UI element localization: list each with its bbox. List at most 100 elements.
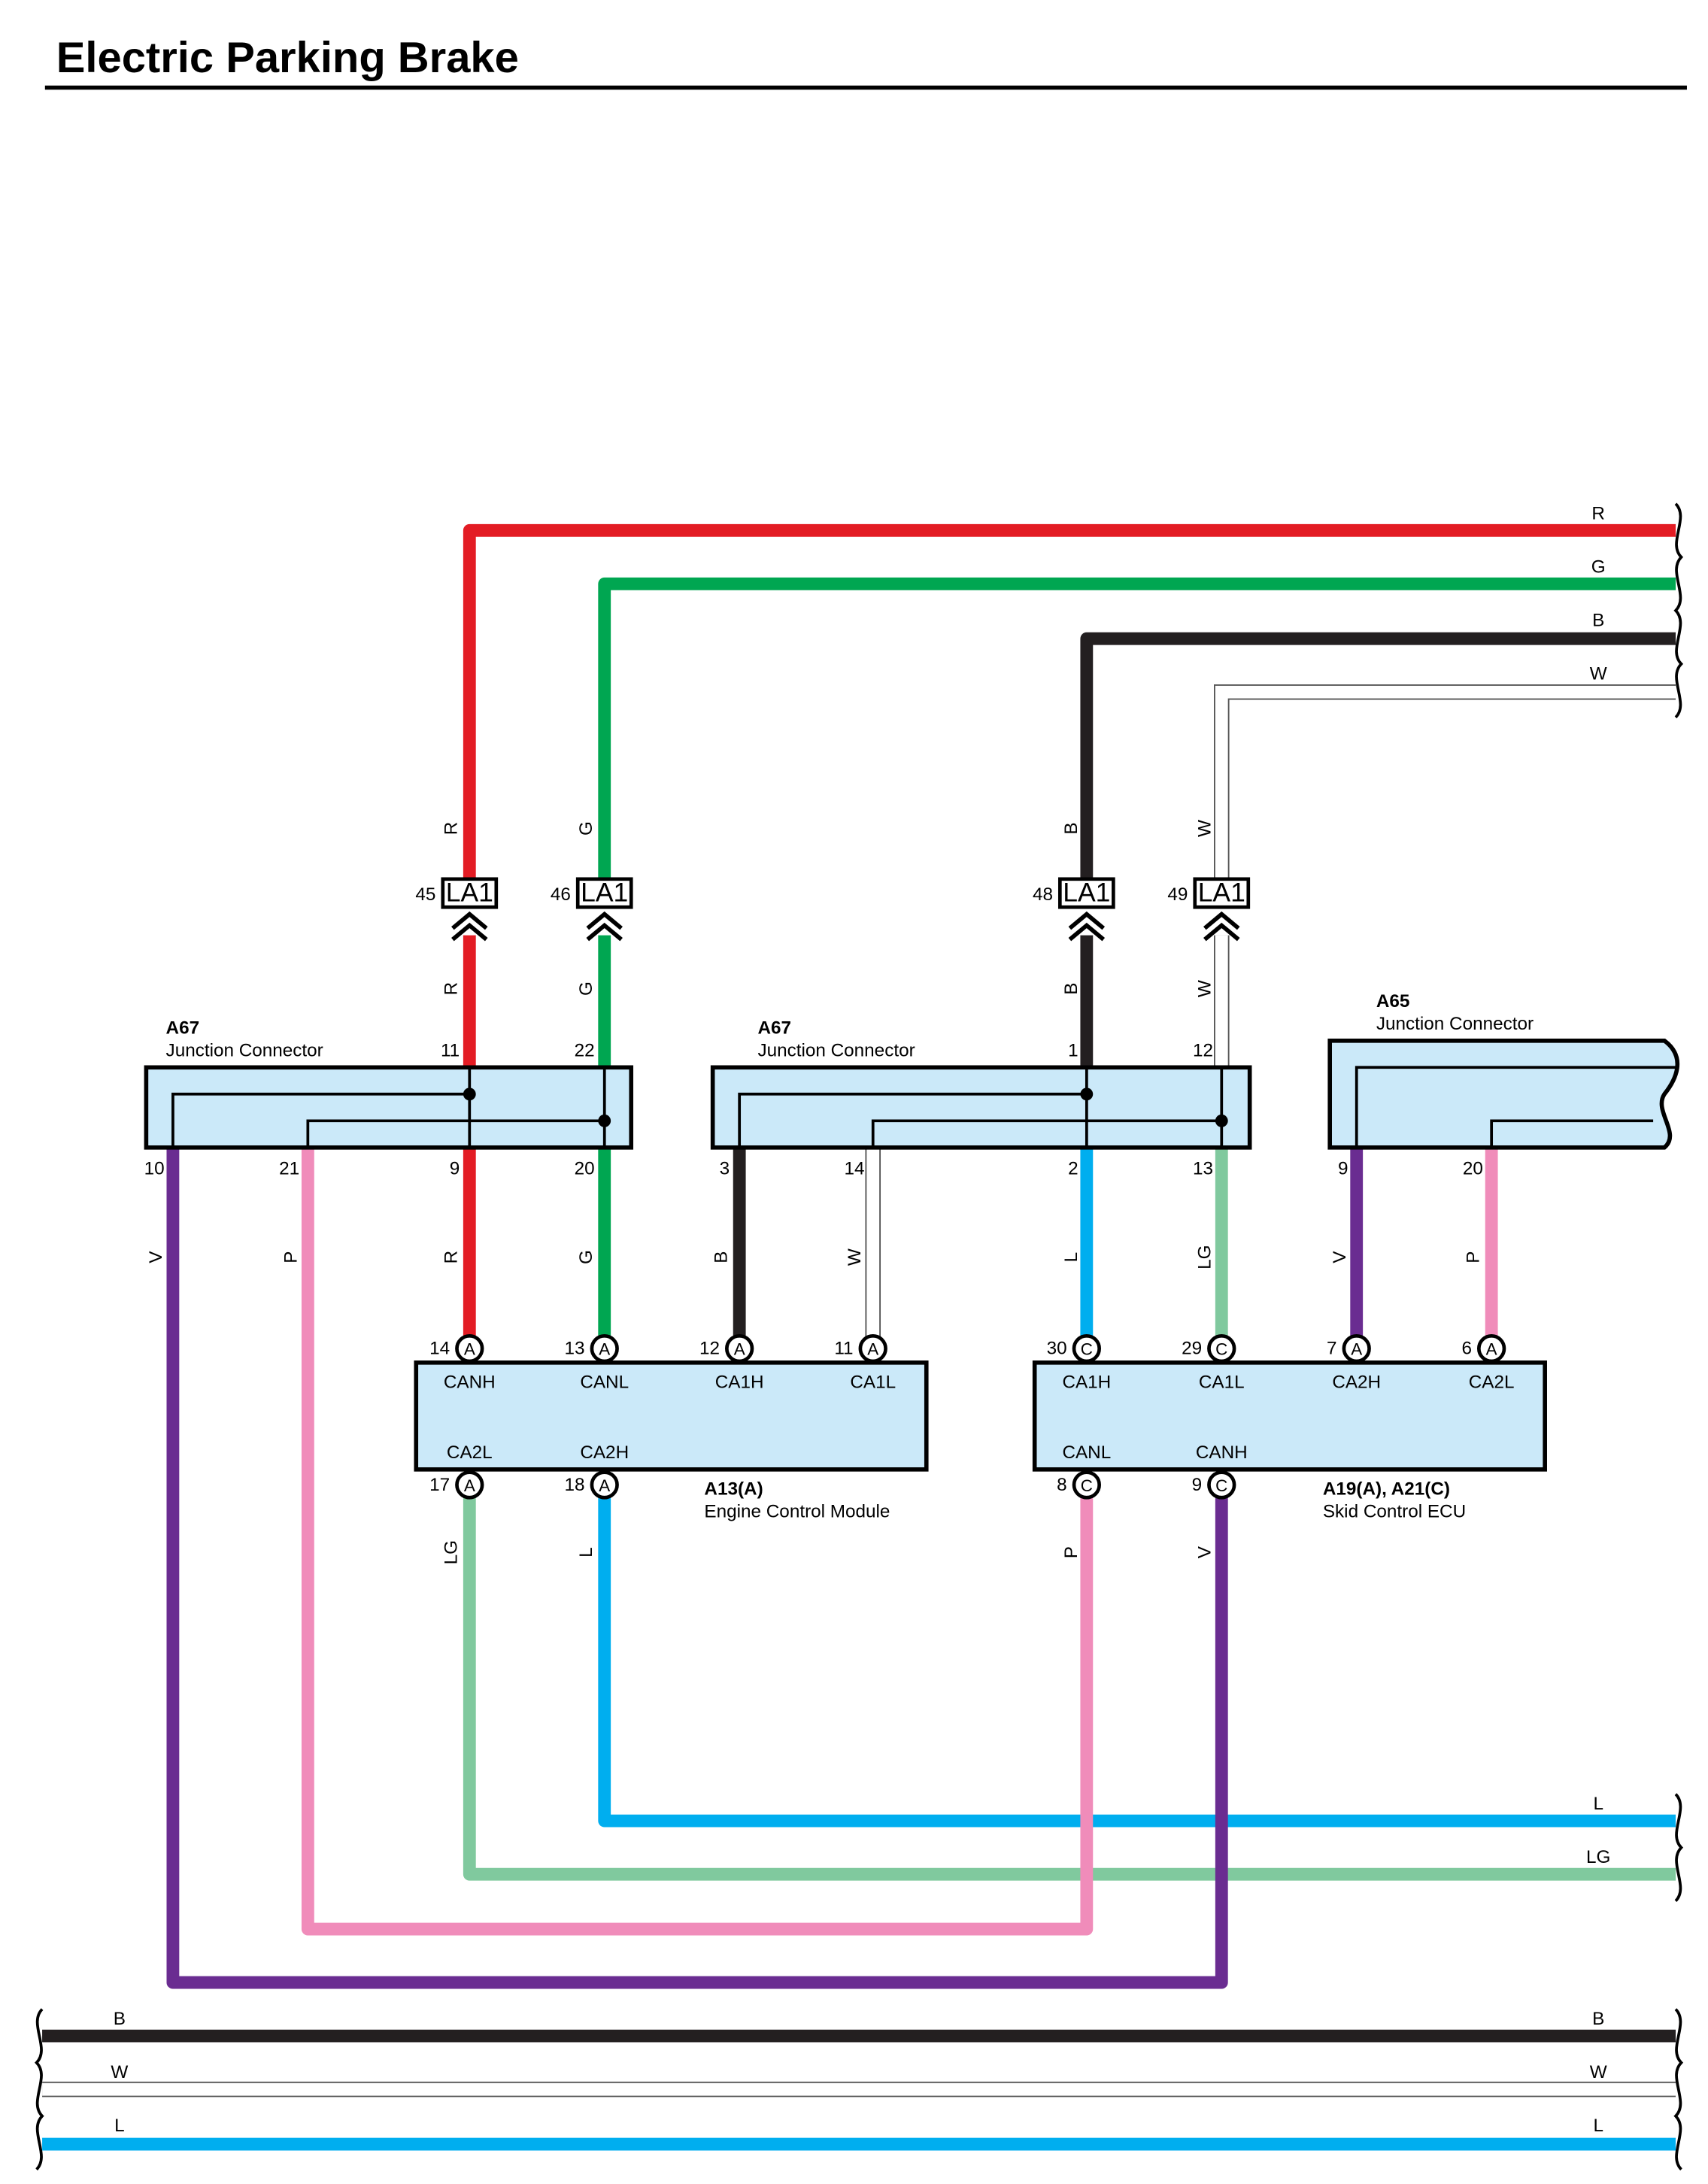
skid-box	[1032, 1360, 1547, 1472]
a65-name: Junction Connector	[1376, 1014, 1534, 1034]
svg-text:LA1: LA1	[581, 878, 628, 908]
skid-pin-29: C 29 CA1L	[1182, 1333, 1245, 1392]
break-marks-left	[34, 2008, 44, 2171]
a67-left-pin-22: 22	[575, 1040, 595, 1060]
a67-mid-name: Junction Connector	[757, 1040, 915, 1060]
ecm-pin-17: A 17 CA2L	[429, 1442, 493, 1500]
svg-text:CANL: CANL	[1062, 1442, 1111, 1463]
wire-label-b-bus-left: B	[114, 2009, 126, 2029]
svg-text:CANL: CANL	[580, 1372, 629, 1392]
ecm-box	[414, 1360, 929, 1472]
svg-text:12: 12	[699, 1339, 720, 1359]
svg-text:CANH: CANH	[444, 1372, 496, 1392]
svg-text:7: 7	[1327, 1339, 1337, 1359]
svg-text:A: A	[1351, 1340, 1362, 1359]
svg-text:CA1L: CA1L	[1199, 1372, 1245, 1392]
svg-text:17: 17	[429, 1475, 450, 1495]
wire-l-ecm	[598, 1494, 1676, 1828]
wire-labels-right: R G B W L LG B W L B W L	[111, 503, 1610, 2136]
svg-text:30: 30	[1047, 1339, 1067, 1359]
connector-la1-46: LA1 46	[551, 877, 633, 942]
junction-a67-left	[144, 1065, 634, 1150]
vlabel-p-1: P	[281, 1251, 301, 1263]
wire-label-b-right: B	[1592, 610, 1604, 630]
svg-text:LA1: LA1	[446, 878, 493, 908]
a67-mid-id: A67	[757, 1018, 791, 1038]
skid-id: A19(A), A21(C)	[1323, 1479, 1450, 1500]
wire-label-b-bus-right: B	[1592, 2009, 1604, 2029]
svg-text:9: 9	[1192, 1475, 1203, 1495]
skid-pin-9: C 9 CANH	[1192, 1442, 1248, 1500]
wire-label-w-bus-left: W	[111, 2062, 128, 2082]
svg-text:C: C	[1081, 1340, 1093, 1359]
a67-left-pin-21: 21	[279, 1158, 299, 1178]
svg-text:11: 11	[834, 1339, 853, 1359]
svg-text:A: A	[599, 1340, 610, 1359]
a65-pin-9: 9	[1338, 1158, 1349, 1178]
a67-left-pin-20: 20	[575, 1158, 595, 1178]
svg-text:CANH: CANH	[1196, 1442, 1248, 1463]
connector-la1-49: LA1 49	[1167, 877, 1251, 942]
svg-text:A: A	[464, 1340, 475, 1359]
svg-text:6: 6	[1461, 1339, 1472, 1359]
skid-pin-30: C 30 CA1H	[1047, 1333, 1111, 1392]
ecm-pin-12: A 12 CA1H	[699, 1333, 764, 1392]
vlabel-g-3: G	[576, 1250, 596, 1264]
svg-text:CA2H: CA2H	[1332, 1372, 1381, 1392]
a65-pin-20: 20	[1463, 1158, 1483, 1178]
wire-v-loop	[166, 1145, 1228, 1989]
wire-lg-ecm	[463, 1494, 1676, 1881]
ecm-pin-13: A 13 CANL	[565, 1333, 629, 1392]
a67-mid-pin-12: 12	[1193, 1040, 1213, 1060]
svg-text:13: 13	[565, 1339, 585, 1359]
junction-a67-mid	[710, 1065, 1252, 1150]
svg-text:A: A	[464, 1476, 475, 1495]
a67-left-pin-9: 9	[450, 1158, 460, 1178]
wire-r-top	[463, 523, 1676, 1343]
vlabel-v-1: V	[146, 1251, 166, 1263]
a67-mid-pin-3: 3	[720, 1158, 730, 1178]
ecm-pin-18: A 18 CA2H	[565, 1442, 629, 1500]
ecm-pin-14: A 14 CANH	[429, 1333, 496, 1392]
vlabel-v-2: V	[1330, 1251, 1350, 1263]
vlabel-l-2: L	[576, 1547, 596, 1558]
a67-left-name: Junction Connector	[166, 1040, 323, 1060]
wire-labels-vertical: R G B W R G B W V P R G B W L LG V P LG …	[146, 820, 1483, 1564]
a67-mid-pin-13: 13	[1193, 1158, 1213, 1178]
skid-pin-7: A 7 CA2H	[1327, 1333, 1381, 1392]
svg-text:CA2H: CA2H	[580, 1442, 629, 1463]
wire-label-l-bus-right: L	[1593, 2116, 1603, 2136]
junction-a65	[1327, 1038, 1680, 1150]
svg-text:CA2L: CA2L	[447, 1442, 493, 1463]
svg-text:18: 18	[565, 1475, 585, 1495]
wire-p-loop	[301, 1145, 1094, 1936]
wire-label-l-right: L	[1593, 1794, 1603, 1814]
ecm-id: A13(A)	[704, 1479, 763, 1500]
vlabel-b-2: B	[1061, 983, 1082, 995]
wire-label-r-right: R	[1591, 503, 1605, 523]
svg-text:48: 48	[1033, 884, 1053, 905]
vlabel-v-3: V	[1194, 1545, 1215, 1558]
vlabel-r-2: R	[441, 982, 461, 996]
vlabel-b-3: B	[711, 1251, 731, 1263]
wire-g-top	[598, 577, 1676, 1343]
a67-left-pin-11: 11	[441, 1040, 460, 1060]
wire-w-top	[1213, 684, 1676, 1069]
a67-left-id: A67	[166, 1018, 200, 1038]
a67-mid-pin-2: 2	[1068, 1158, 1078, 1178]
vlabel-p-3: P	[1061, 1546, 1082, 1558]
svg-text:LA1: LA1	[1063, 878, 1110, 908]
svg-text:29: 29	[1182, 1339, 1202, 1359]
svg-text:A: A	[734, 1340, 745, 1359]
svg-text:46: 46	[551, 884, 571, 905]
vlabel-b-1: B	[1061, 822, 1082, 834]
break-marks-right	[1673, 502, 1684, 2171]
svg-text:C: C	[1081, 1476, 1093, 1495]
vlabel-w-1: W	[1194, 820, 1215, 837]
wire-label-g-right: G	[1591, 557, 1606, 577]
svg-text:A: A	[599, 1476, 610, 1495]
vlabel-r-1: R	[441, 822, 461, 836]
vlabel-p-2: P	[1463, 1251, 1483, 1263]
svg-text:CA1L: CA1L	[850, 1372, 896, 1392]
